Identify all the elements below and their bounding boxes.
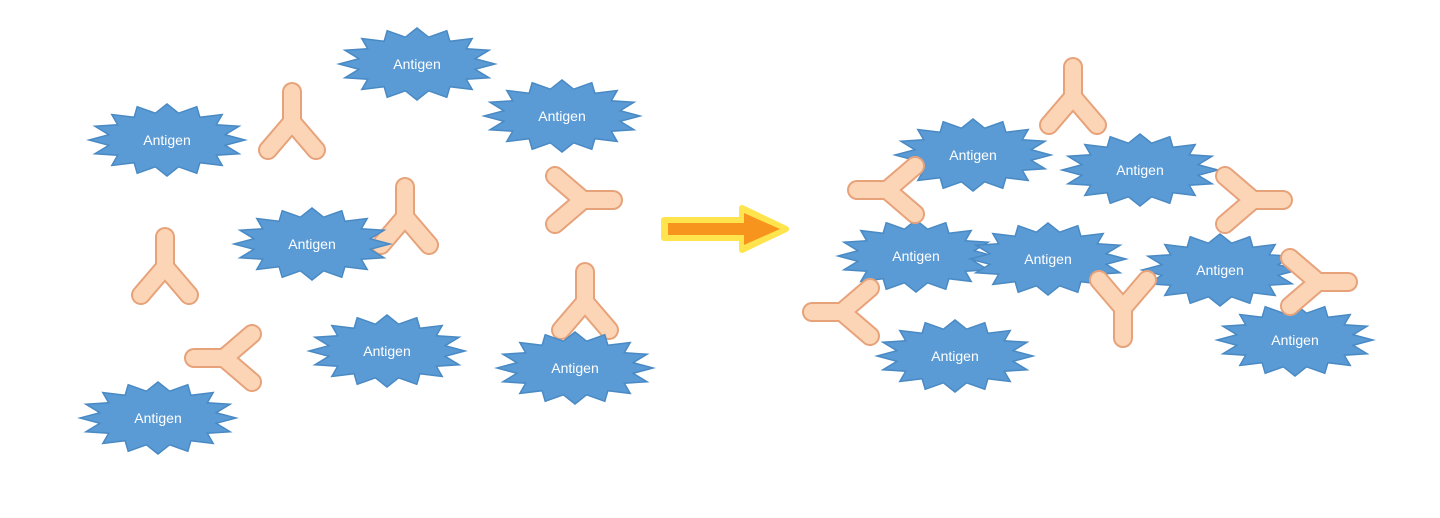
left-antibody-group — [131, 82, 623, 392]
right-antigen: Antigen — [835, 219, 997, 293]
antigen-star-icon — [1214, 303, 1376, 377]
antigen-label: Antigen — [931, 348, 978, 364]
antibody-y-icon — [184, 324, 262, 392]
antigen-label: Antigen — [1271, 332, 1318, 348]
antigen-label: Antigen — [1116, 162, 1163, 178]
antigen-label: Antigen — [949, 147, 996, 163]
antibody-y-icon — [847, 156, 925, 224]
left-antigen: Antigen — [494, 331, 656, 405]
left-antigen: Antigen — [231, 207, 393, 281]
antigen-star-icon — [86, 103, 248, 177]
antibody-y-icon — [1280, 248, 1358, 316]
antigen-star-icon — [77, 381, 239, 455]
antigen-label: Antigen — [363, 343, 410, 359]
right-antigen: Antigen — [1139, 233, 1301, 307]
antibody-y-icon — [258, 82, 326, 160]
antibody-y-icon — [802, 278, 880, 346]
antigen-star-icon — [481, 79, 643, 153]
antigen-star-icon — [231, 207, 393, 281]
antigen-star-icon — [835, 219, 997, 293]
antigen-label: Antigen — [143, 132, 190, 148]
antigen-label: Antigen — [538, 108, 585, 124]
antigen-star-icon — [1059, 133, 1221, 207]
left-antigen: Antigen — [306, 314, 468, 388]
right-antigen: Antigen — [874, 319, 1036, 393]
antibody-y-icon — [551, 262, 619, 340]
antigen-label: Antigen — [134, 410, 181, 426]
antigen-star-icon — [874, 319, 1036, 393]
left-antigen: Antigen — [77, 381, 239, 455]
right-arrow-icon — [661, 205, 789, 253]
right-antibody-group — [802, 57, 1358, 348]
left-antigen: Antigen — [481, 79, 643, 153]
right-antigen: Antigen — [1059, 133, 1221, 207]
antibody-y-icon — [545, 166, 623, 234]
antigen-label: Antigen — [1024, 251, 1071, 267]
left-antigen: Antigen — [86, 103, 248, 177]
right-antigen: Antigen — [1214, 303, 1376, 377]
antigen-star-icon — [306, 314, 468, 388]
antibody-y-icon — [131, 227, 199, 305]
left-antigen-group: AntigenAntigenAntigenAntigenAntigenAntig… — [77, 27, 656, 455]
antigen-star-icon — [1139, 233, 1301, 307]
antibody-y-icon — [1089, 270, 1157, 348]
antibody-y-icon — [371, 177, 439, 255]
antigen-star-icon — [494, 331, 656, 405]
antibody-y-icon — [1039, 57, 1107, 135]
antigen-star-icon — [892, 118, 1054, 192]
left-antigen: Antigen — [336, 27, 498, 101]
right-antigen: Antigen — [967, 222, 1129, 296]
antigen-label: Antigen — [551, 360, 598, 376]
antigen-label: Antigen — [288, 236, 335, 252]
antigen-label: Antigen — [393, 56, 440, 72]
antibody-y-icon — [1215, 166, 1293, 234]
antigen-star-icon — [336, 27, 498, 101]
antigen-star-icon — [967, 222, 1129, 296]
antigen-label: Antigen — [1196, 262, 1243, 278]
antigen-label: Antigen — [892, 248, 939, 264]
right-antigen: Antigen — [892, 118, 1054, 192]
